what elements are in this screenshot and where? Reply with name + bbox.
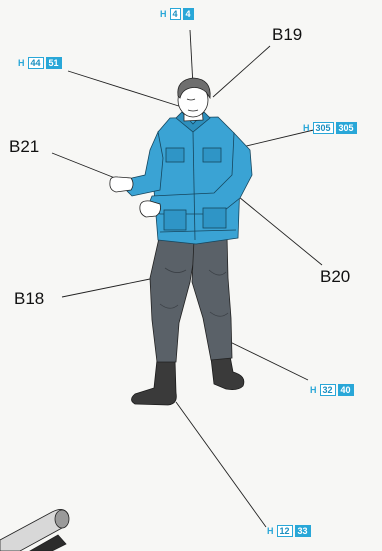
paint-code-secondary: 4 — [183, 8, 194, 20]
left-fist — [110, 177, 133, 192]
paint-code-primary: 32 — [320, 384, 336, 396]
paint-prefix: H — [160, 10, 167, 19]
left-boot — [132, 360, 177, 405]
jacket — [124, 112, 252, 244]
right-fist — [140, 201, 161, 217]
left-leg — [150, 238, 197, 362]
trousers — [150, 236, 232, 362]
paint-code-secondary: 305 — [336, 122, 357, 134]
leader-b20 — [228, 188, 322, 265]
paint-prefix: H — [18, 59, 25, 68]
leader-b19 — [213, 46, 270, 97]
paint-prefix: H — [303, 124, 310, 133]
lower-pocket-right — [203, 208, 226, 228]
part-label-b18: B18 — [14, 290, 44, 307]
part-label-b19: B19 — [272, 26, 302, 43]
right-boot — [211, 356, 244, 390]
lower-pocket-left — [164, 210, 186, 230]
leader-base-paint — [176, 402, 266, 527]
paint-callout-boots: H 32 40 — [310, 384, 354, 396]
paint-code-secondary: 51 — [46, 57, 62, 69]
paint-code-primary: 4 — [170, 8, 181, 20]
paint-callout-base: H 12 33 — [267, 525, 311, 537]
leader-face-paint — [68, 71, 185, 108]
paint-prefix: H — [310, 386, 317, 395]
boots — [132, 356, 244, 405]
chest-pocket-right — [203, 148, 221, 162]
leader-head-paint — [190, 30, 193, 86]
part-label-b21: B21 — [9, 138, 39, 155]
paint-code-primary: 12 — [277, 525, 293, 537]
paint-code-secondary: 33 — [295, 525, 311, 537]
paint-code-primary: 44 — [28, 57, 44, 69]
leader-b18 — [62, 279, 150, 297]
leader-b21 — [52, 153, 120, 180]
paint-code-secondary: 40 — [338, 384, 354, 396]
paint-prefix: H — [267, 527, 274, 536]
right-leg — [192, 236, 232, 360]
paint-code-primary: 305 — [313, 122, 334, 134]
paint-callout-jacket: H 305 305 — [303, 122, 357, 134]
base-part — [0, 509, 69, 551]
chest-pocket-left — [166, 148, 184, 162]
paint-callout-head: H 4 4 — [160, 8, 194, 20]
paint-callout-face: H 44 51 — [18, 57, 62, 69]
part-label-b20: B20 — [320, 268, 350, 285]
